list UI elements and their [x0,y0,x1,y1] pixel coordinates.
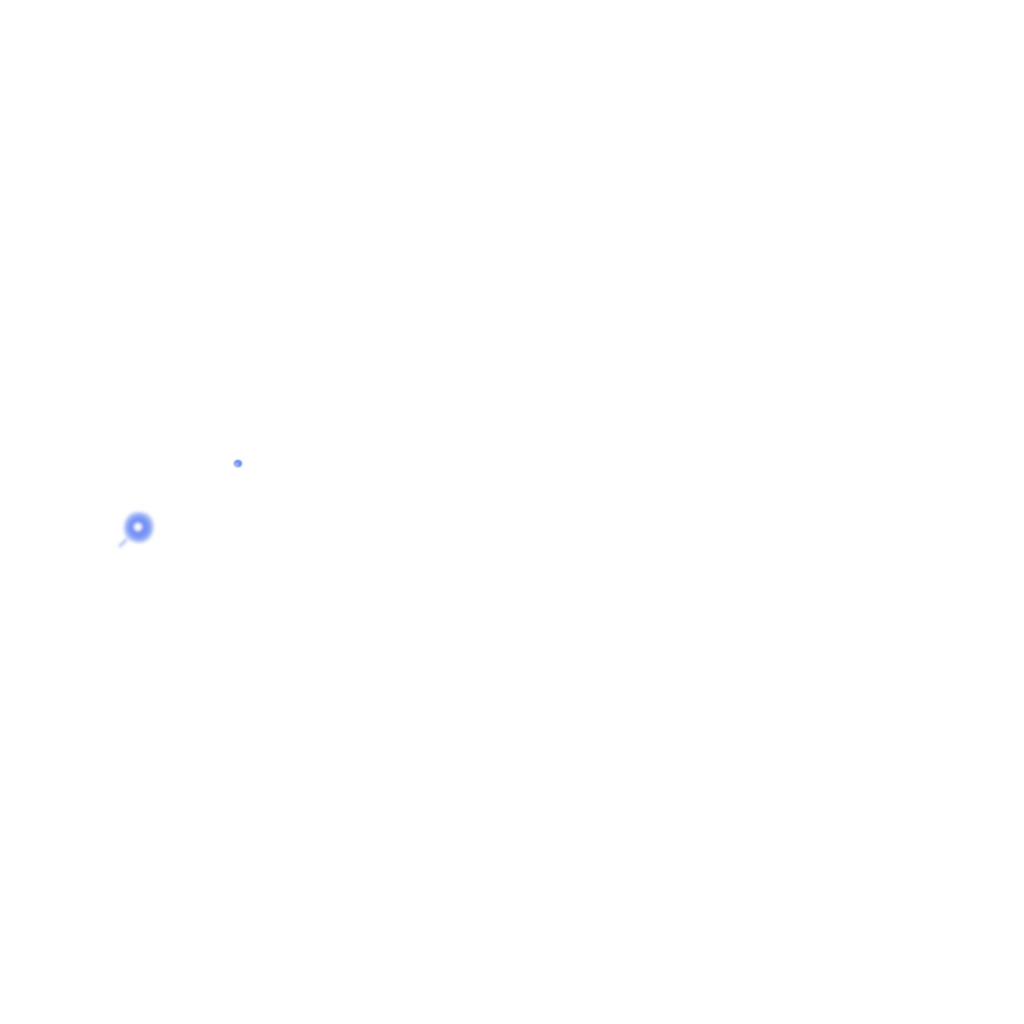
blue-blob-icon [112,502,164,554]
blue-dot-icon [228,454,248,474]
